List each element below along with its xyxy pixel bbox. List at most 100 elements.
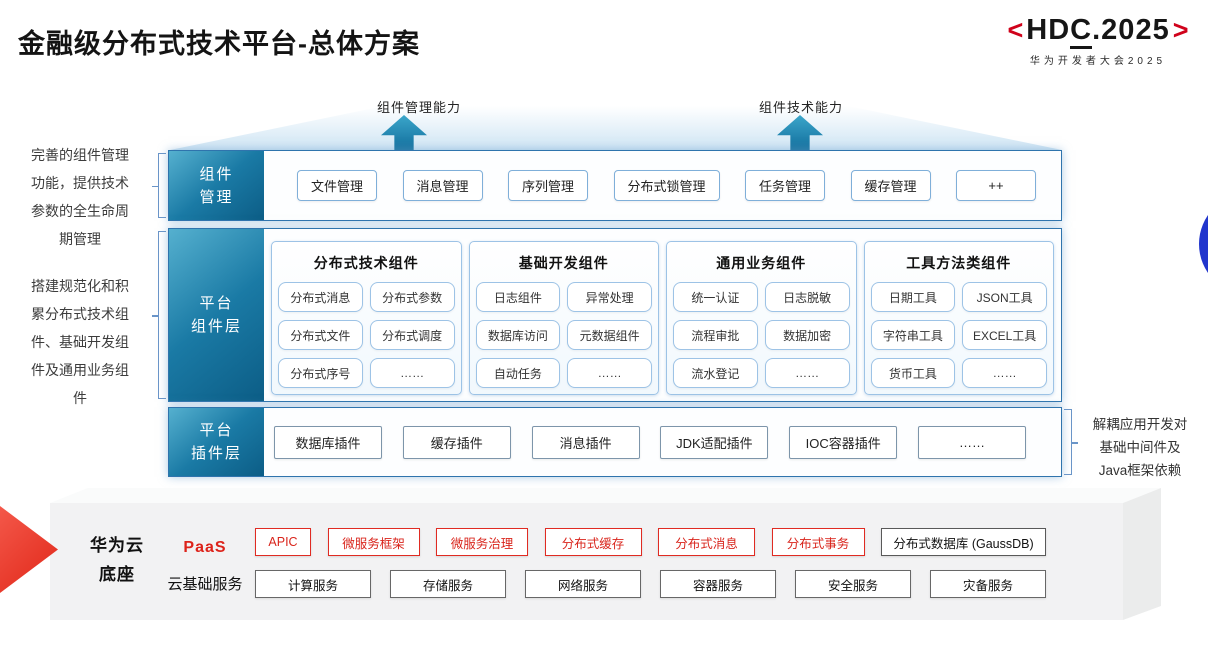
logo-name-suffix: .2025 (1092, 14, 1170, 46)
plugin-chip: 缓存插件 (402, 425, 511, 459)
group-cell: 日期工具 (870, 282, 956, 312)
component-group-distributed: 分布式技术组件 分布式消息 分布式参数 分布式文件 分布式调度 分布式序号 …… (271, 241, 462, 395)
paas-items: APIC 微服务框架 微服务治理 分布式缓存 分布式消息 分布式事务 分布式数据… (255, 528, 1046, 556)
group-cell: 数据库访问 (475, 320, 561, 350)
cloud-base-side-face (1123, 488, 1161, 620)
group-grid: 分布式消息 分布式参数 分布式文件 分布式调度 分布式序号 …… (278, 282, 455, 388)
iaas-chip: 安全服务 (795, 570, 911, 598)
component-management-items: 文件管理 消息管理 序列管理 分布式锁管理 任务管理 缓存管理 ++ (264, 151, 1061, 220)
right-note-line: 解耦应用开发对 (1092, 417, 1188, 432)
paas-chip-gaussdb: 分布式数据库 (GaussDB) (881, 528, 1046, 556)
iaas-chip: 网络服务 (525, 570, 641, 598)
layer-label-component-management: 组件 管理 (169, 151, 264, 220)
group-cell: JSON工具 (962, 282, 1047, 312)
management-chip: 缓存管理 (850, 170, 931, 201)
iaas-items: 计算服务 存储服务 网络服务 容器服务 安全服务 灾备服务 (255, 570, 1046, 598)
platform-component-groups: 分布式技术组件 分布式消息 分布式参数 分布式文件 分布式调度 分布式序号 ……… (264, 229, 1061, 401)
iaas-label: 云基础服务 (167, 576, 243, 593)
management-chip: 分布式锁管理 (613, 170, 720, 201)
right-brace-plugins (1064, 409, 1078, 475)
group-cell: 元数据组件 (567, 320, 652, 350)
logo-name-prefix: HD (1026, 14, 1071, 46)
paas-chip: 分布式消息 (658, 528, 755, 556)
management-chip: 文件管理 (297, 170, 377, 201)
group-title: 基础开发组件 (518, 255, 609, 271)
group-title: 通用业务组件 (716, 255, 807, 271)
group-grid: 统一认证 日志脱敏 流程审批 数据加密 流水登记 …… (673, 282, 850, 388)
group-cell: 流水登记 (673, 358, 758, 388)
iaas-chip: 容器服务 (660, 570, 776, 598)
beam-glow-decoration (170, 106, 1062, 150)
group-cell: …… (369, 358, 455, 388)
paas-chip: 微服务治理 (436, 528, 528, 556)
capability-label-technology: 组件技术能力 (759, 100, 844, 115)
cloud-base-panel (50, 503, 1123, 620)
platform-plugin-items: 数据库插件 缓存插件 消息插件 JDK适配插件 IOC容器插件 …… (264, 408, 1061, 476)
group-cell: 分布式消息 (278, 282, 363, 312)
layer-label-line: 组件层 (190, 318, 242, 335)
layer-row-platform-components: 平台 组件层 分布式技术组件 分布式消息 分布式参数 分布式文件 分布式调度 分… (168, 228, 1062, 402)
group-cell: …… (962, 358, 1047, 388)
logo-subtitle: 华为开发者大会2025 (1029, 56, 1167, 67)
iaas-chip: 存储服务 (390, 570, 506, 598)
group-title: 工具方法类组件 (906, 255, 1012, 271)
hdc-logo: <HDC.2025> 华为开发者大会2025 (996, 14, 1200, 67)
hdc-logo-wordmark: <HDC.2025> (996, 14, 1200, 49)
group-cell: …… (567, 358, 652, 388)
page-title: 金融级分布式技术平台-总体方案 (18, 29, 420, 59)
left-brace-row2 (152, 231, 166, 399)
group-grid: 日志组件 异常处理 数据库访问 元数据组件 自动任务 …… (475, 282, 652, 388)
iaas-chip: 灾备服务 (930, 570, 1046, 598)
logo-name: HDC.2025 (1026, 14, 1170, 49)
right-note-line: 基础中间件及 (1099, 440, 1181, 455)
component-group-tools: 工具方法类组件 日期工具 JSON工具 字符串工具 EXCEL工具 货币工具 …… (863, 241, 1054, 395)
management-chip: ++ (956, 170, 1036, 201)
layer-label-line: 组件 (199, 165, 234, 183)
layer-row-platform-plugins: 平台 插件层 数据库插件 缓存插件 消息插件 JDK适配插件 IOC容器插件 …… (168, 407, 1062, 477)
plugin-chip: …… (917, 425, 1026, 459)
group-cell: 日志脱敏 (764, 282, 850, 312)
layer-label-line: 平台 (199, 422, 234, 439)
plugin-chip: IOC容器插件 (789, 425, 898, 459)
paas-chip: 分布式缓存 (544, 528, 642, 556)
group-cell: EXCEL工具 (962, 320, 1047, 350)
paas-chip: 分布式事务 (771, 528, 865, 556)
left-note-components: 搭建规范化和积累分布式技术组件、基础开发组件及通用业务组件 (31, 278, 129, 406)
left-note-management: 完善的组件管理功能，提供技术参数的全生命周期管理 (31, 147, 129, 247)
cloud-base-title-line: 华为云 (90, 536, 144, 555)
right-note-decoupling: 解耦应用开发对 基础中间件及 Java框架依赖 (1077, 413, 1203, 482)
group-cell: 异常处理 (567, 282, 652, 312)
group-cell: …… (764, 358, 850, 388)
capability-label-management: 组件管理能力 (377, 100, 462, 115)
management-chip: 序列管理 (508, 170, 588, 201)
group-cell: 货币工具 (870, 358, 956, 388)
component-group-business: 通用业务组件 统一认证 日志脱敏 流程审批 数据加密 流水登记 …… (666, 241, 857, 395)
group-cell: 分布式调度 (369, 320, 455, 350)
layer-label-platform-components: 平台 组件层 (169, 229, 264, 401)
iaas-chip: 计算服务 (255, 570, 371, 598)
left-brace-row1 (152, 153, 166, 218)
cloud-base-top-face (50, 488, 1161, 503)
logo-right-bracket: > (1172, 15, 1189, 45)
component-group-basic-dev: 基础开发组件 日志组件 异常处理 数据库访问 元数据组件 自动任务 …… (468, 241, 659, 395)
paas-label: PaaS (183, 539, 227, 556)
group-cell: 统一认证 (673, 282, 758, 312)
layer-label-platform-plugins: 平台 插件层 (169, 408, 264, 476)
paas-chip: 微服务框架 (327, 528, 420, 556)
paas-chip: APIC (255, 528, 311, 556)
layer-label-line: 插件层 (190, 445, 242, 462)
layer-label-line: 管理 (199, 188, 234, 206)
cloud-base-title: 华为云 底座 (74, 531, 160, 589)
right-note-line: Java框架依赖 (1098, 463, 1182, 478)
plugin-chip: 消息插件 (531, 425, 640, 459)
logo-left-bracket: < (1007, 15, 1024, 45)
management-chip: 消息管理 (402, 170, 483, 201)
layer-label-line: 平台 (199, 295, 234, 312)
logo-name-underlined: C (1070, 14, 1093, 49)
group-cell: 自动任务 (475, 358, 561, 388)
group-cell: 分布式文件 (278, 320, 363, 350)
group-grid: 日期工具 JSON工具 字符串工具 EXCEL工具 货币工具 …… (870, 282, 1047, 388)
cloud-base-title-line: 底座 (99, 565, 135, 584)
blue-circle-decoration (1199, 193, 1208, 295)
layer-row-component-management: 组件 管理 文件管理 消息管理 序列管理 分布式锁管理 任务管理 缓存管理 ++ (168, 150, 1062, 221)
